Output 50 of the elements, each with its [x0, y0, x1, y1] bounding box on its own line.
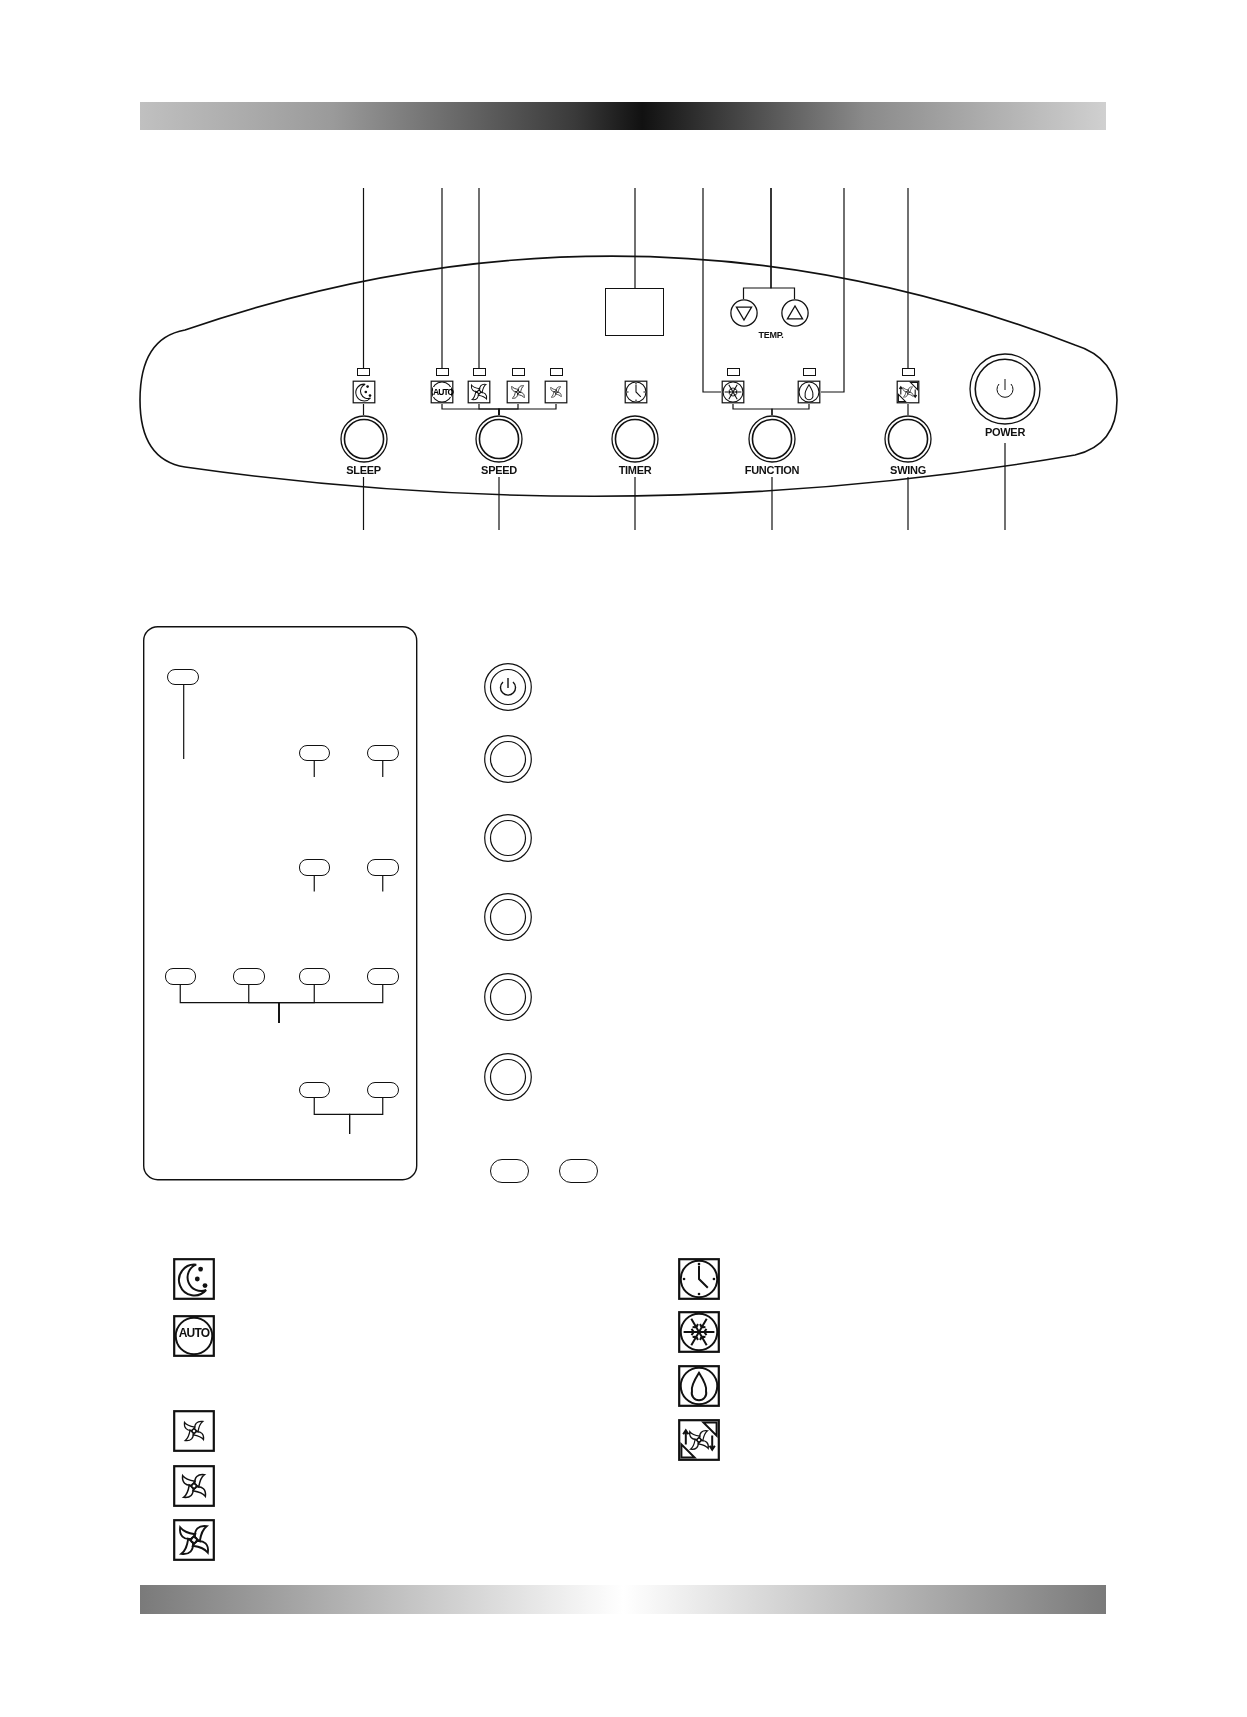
indicator-light	[802, 368, 816, 376]
button-label: TIMER	[617, 463, 653, 477]
leader-line	[634, 476, 636, 531]
remote-button	[367, 744, 399, 761]
leader-line	[820, 187, 845, 393]
remote-button	[233, 968, 265, 985]
remote-button	[490, 1159, 529, 1183]
remote-button	[367, 859, 399, 876]
leader-line	[634, 187, 636, 289]
leader-line	[183, 684, 185, 760]
leader-line	[498, 476, 500, 531]
leader-line	[770, 187, 796, 300]
leader-line	[771, 476, 773, 531]
leader-line	[907, 476, 909, 531]
leader-line	[362, 476, 365, 531]
connector-line	[907, 403, 909, 416]
remote-button	[559, 1159, 598, 1183]
temp-label: TEMP.	[757, 329, 785, 342]
button-label: SWING	[889, 463, 927, 477]
indicator-light	[435, 368, 449, 376]
remote-button	[298, 1081, 330, 1098]
remote-button	[367, 968, 399, 985]
indicator-light	[511, 368, 525, 376]
leader-line	[1004, 442, 1006, 531]
leader-line	[702, 187, 722, 393]
leader-line	[441, 187, 443, 369]
indicator-light	[726, 368, 740, 376]
remote-button	[298, 859, 330, 876]
remote-button	[164, 968, 196, 985]
leader-line	[362, 187, 365, 369]
indicator-light	[357, 368, 370, 376]
leader-line	[907, 187, 909, 369]
button-label: FUNCTION	[743, 463, 801, 477]
leader-line	[478, 187, 480, 369]
remote-button	[367, 1081, 399, 1098]
indicator-light	[549, 368, 563, 376]
connector-line	[771, 403, 810, 416]
button-label: POWER	[983, 425, 1027, 439]
button-label: SLEEP	[345, 463, 382, 477]
indicator-light	[901, 368, 915, 376]
display-window	[605, 288, 664, 336]
remote-button	[298, 968, 330, 985]
indicator-light	[472, 368, 486, 376]
icon-label: AUTO	[177, 1326, 211, 1340]
remote-button	[167, 668, 199, 685]
leader-line	[349, 1097, 384, 1135]
remote-button	[298, 744, 330, 761]
button-label: SPEED	[480, 463, 518, 477]
connector-line	[498, 403, 557, 416]
leader-line	[278, 983, 384, 1024]
